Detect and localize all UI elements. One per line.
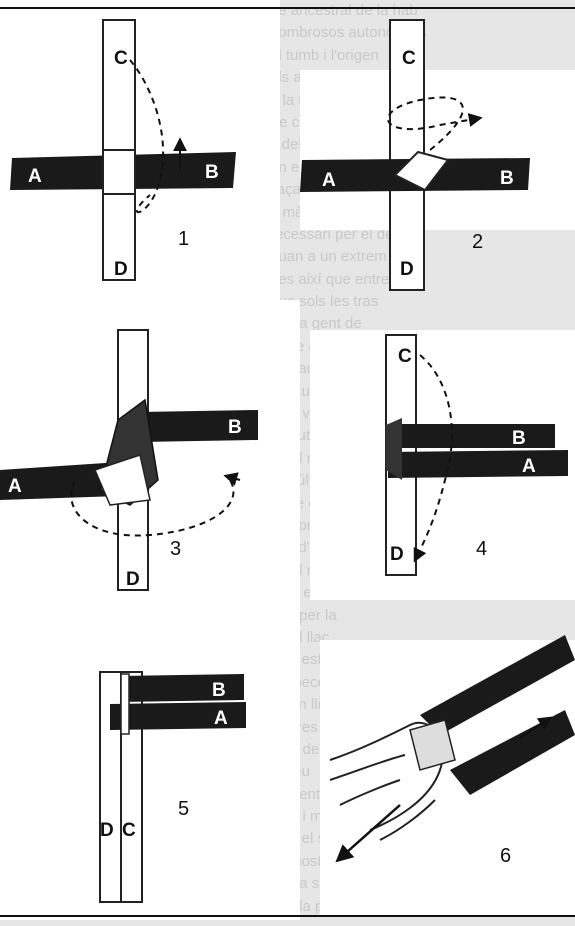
strip-b-fig3 [140,410,258,442]
path-arrow-fig3 [70,479,235,537]
label-b-fig5: B [212,680,226,701]
path-arrow-fig4 [413,354,453,563]
strip-b-fig4 [400,424,555,448]
figure-3: A B D 3 [0,329,258,591]
fold-fig2 [393,150,450,192]
knot-fig6 [409,719,456,771]
arrow-pull-left-fig6 [335,804,401,863]
path-arrow-fig2 [387,96,483,151]
finger-2-fig6 [339,779,401,806]
figure-1: A B C D 1 [10,19,236,281]
label-c-fig1: C [114,48,128,69]
label-d-fig2: D [400,259,414,280]
label-d-fig1: D [114,259,128,280]
label-c-fig5: C [122,820,136,841]
finger-1-fig6 [329,754,406,781]
figure-number-5: 5 [178,798,189,820]
background-text-line: nombrosos autonomats [270,24,427,42]
label-a-fig5: A [214,708,228,729]
figure-number-1: 1 [178,228,189,250]
background-text-line: recessari per el de [270,225,394,243]
label-a-fig4: A [522,456,536,477]
label-d-fig4: D [390,544,404,565]
arrow-head-fig3 [223,472,241,486]
strip-upper-fig6 [420,635,575,735]
label-c-fig2: C [402,48,416,69]
strip-a-fig3 [0,462,120,500]
background-text-line: de ancestral de la hab [270,2,418,19]
panel-right-masks [300,70,575,916]
finger-3-fig6 [379,799,436,841]
background-text-line: nes així que entre [270,270,390,288]
strip-cd-over-fig1 [102,149,136,195]
strip-a-fig4 [388,450,568,478]
figure-4: C B A D 4 [385,334,568,576]
figure-number-4: 4 [476,538,487,560]
figure-number-3: 3 [170,538,181,560]
fold-fig4 [386,418,402,480]
fold-light-fig3 [93,454,151,506]
fold-fig5 [120,673,130,735]
background-text-line: quan a un extrem el [270,248,403,266]
label-a-fig2: A [322,170,336,191]
strip-lower-fig6 [450,710,575,795]
strip-b-fig5 [120,674,244,702]
figure-5: B A D C 5 [99,671,246,903]
figure-2: A B C D 2 [300,19,530,291]
strip-a-fig5 [110,702,246,730]
background-text-line: el tumb i l'origen [270,46,379,64]
label-b-fig2: B [500,168,514,189]
arrow-pull-right-fig6 [519,716,553,739]
label-a-fig3: A [8,476,22,497]
label-b-fig4: B [512,428,526,449]
path-arrow-fig1 [129,59,165,214]
figure-number-6: 6 [500,845,511,867]
label-c-fig4: C [398,346,412,367]
figure-number-2: 2 [472,231,483,253]
label-d-fig5: D [100,820,114,841]
label-b-fig1: B [205,162,219,183]
label-b-fig3: B [228,417,242,438]
label-a-fig1: A [28,166,42,187]
label-d-fig3: D [126,569,140,590]
figure-6: 6 [329,635,575,867]
